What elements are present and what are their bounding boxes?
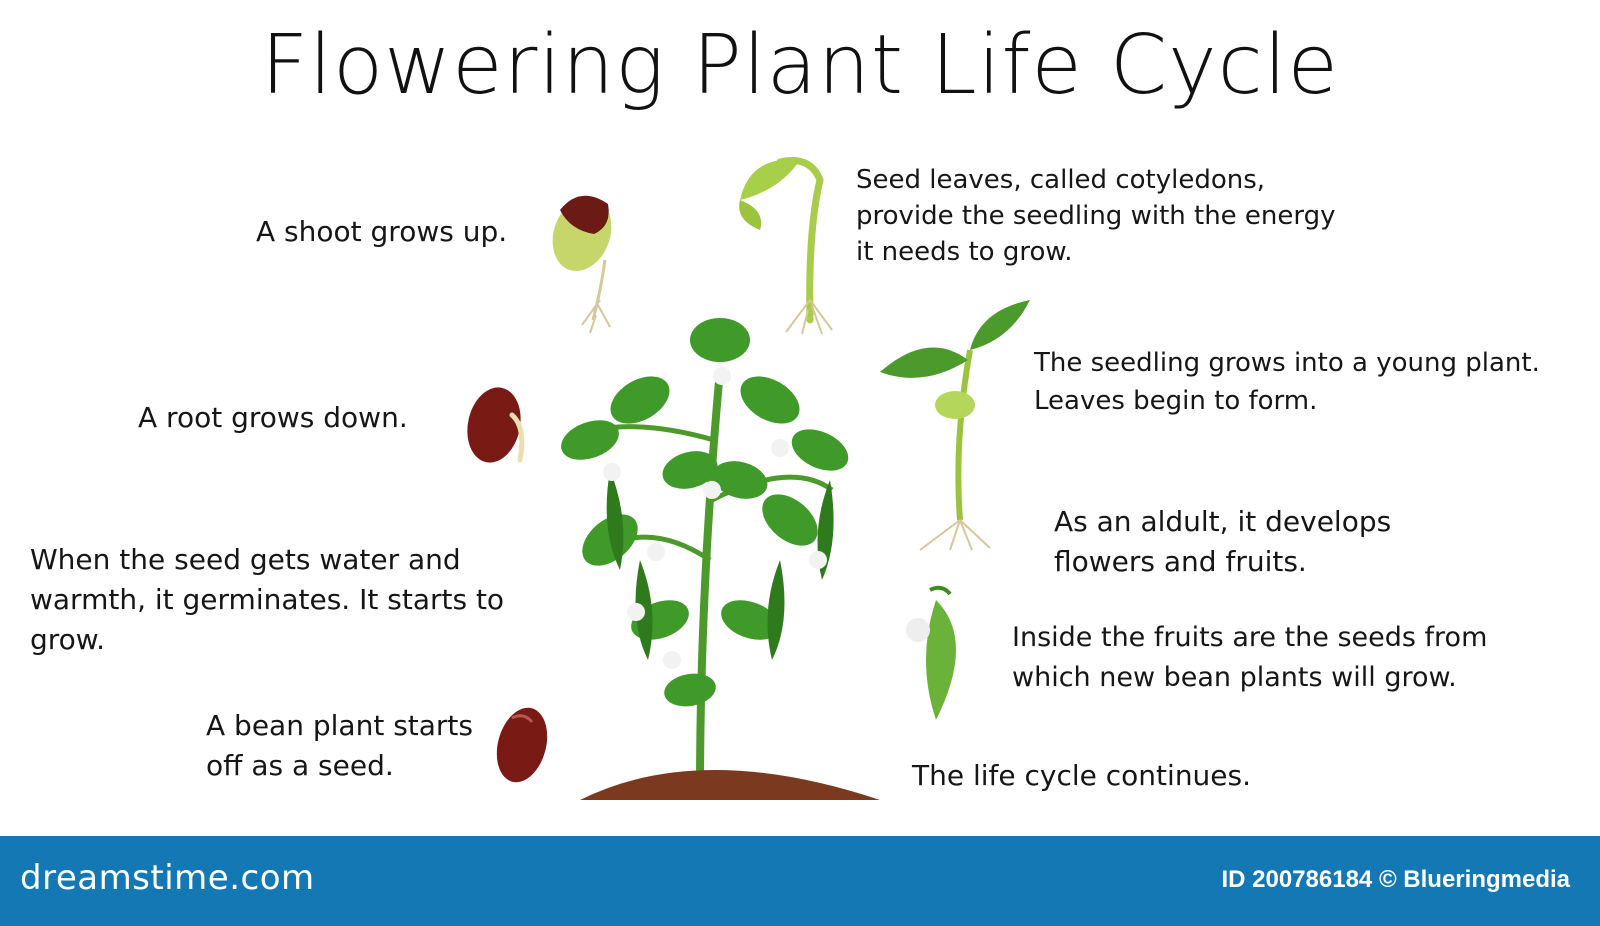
label-seed: A bean plant starts off as a seed. (206, 709, 473, 782)
label-cotyledons: Seed leaves, called cotyledons, provide … (856, 165, 1336, 267)
young-plant-icon (880, 300, 1030, 551)
label-germinate: When the seed gets water and warmth, it … (30, 543, 505, 656)
label-inside-fruits: Inside the fruits are the seeds from whi… (1012, 622, 1488, 693)
label-adult: As an aldult, it develops flowers and fr… (1054, 505, 1392, 578)
bean-seed-icon (496, 707, 548, 783)
flowering-bean-plant-icon (561, 318, 880, 800)
sprouting-seed-icon (552, 195, 612, 334)
label-root: A root grows down. (138, 401, 408, 434)
label-continues: The life cycle continues. (912, 759, 1252, 792)
germinating-seed-icon (467, 387, 525, 463)
footer-bar: dreamstime.com ID 200786184 © Blueringme… (0, 836, 1600, 926)
footer-site[interactable]: dreamstime.com (20, 858, 315, 898)
label-shoot: A shoot grows up. (256, 215, 508, 248)
page-title: Flowering Plant Life Cycle (261, 18, 1339, 113)
footer-credit: ID 200786184 © Blueringmedia (1221, 866, 1570, 893)
seedling-icon (739, 157, 833, 335)
label-young-plant: The seedling grows into a young plant. L… (1034, 348, 1540, 416)
pea-pod-icon (906, 585, 956, 720)
life-cycle-illustration (467, 157, 1030, 800)
